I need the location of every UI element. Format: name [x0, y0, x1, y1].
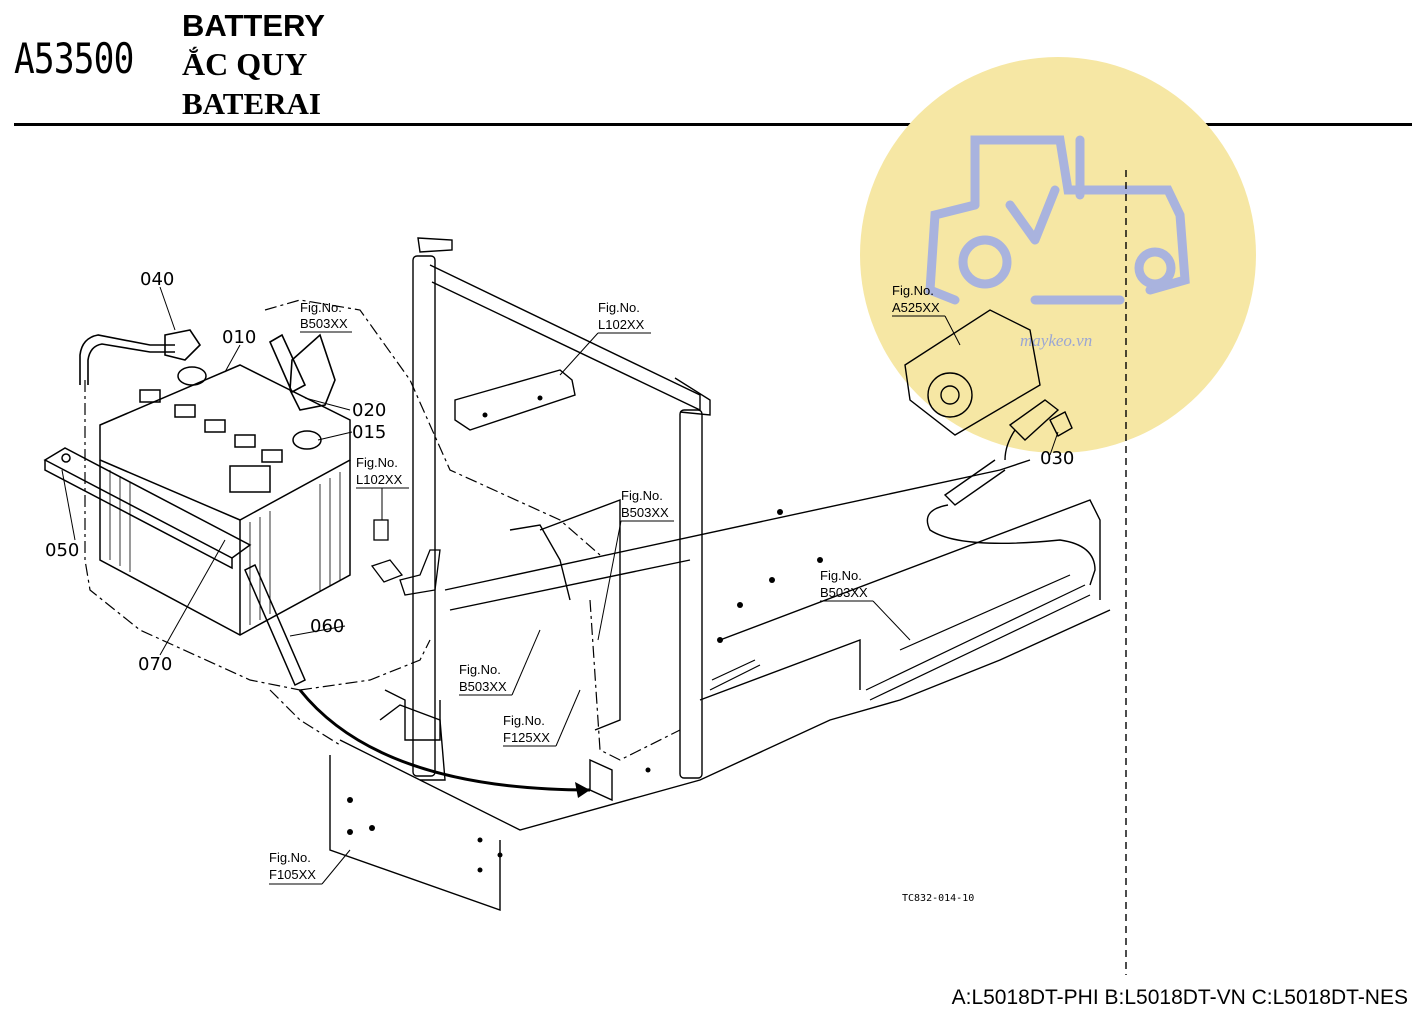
watermark: maykeo.vn — [860, 57, 1256, 453]
fig-label: Fig.No. — [459, 662, 501, 677]
fig-label: Fig.No. — [892, 283, 934, 298]
fig-label: Fig.No. — [598, 300, 640, 315]
arrow-head-icon — [575, 782, 590, 798]
watermark-text: maykeo.vn — [1020, 331, 1092, 350]
tractor-logo-icon — [925, 135, 1190, 305]
battery — [99, 364, 351, 636]
fig-number: B503XX — [820, 585, 868, 600]
fig-label: Fig.No. — [820, 568, 862, 583]
frame-holes — [347, 395, 823, 873]
fig-number: B503XX — [300, 316, 348, 331]
fig-label: Fig.No. — [356, 455, 398, 470]
frame-structure — [329, 237, 1111, 911]
part-number-030: 030 — [1040, 448, 1074, 469]
fig-ref-b503-top: Fig.No. B503XX — [300, 300, 348, 331]
fig-label: Fig.No. — [269, 850, 311, 865]
fig-ref-f105: Fig.No. F105XX — [269, 850, 316, 882]
assembly-arrow — [298, 689, 591, 792]
fig-label: Fig.No. — [300, 300, 342, 315]
section-code: A53500 — [14, 34, 134, 83]
battery-ribs — [109, 470, 341, 625]
leader-outlines — [84, 299, 681, 761]
part-number-060: 060 — [310, 616, 344, 637]
fig-number: L102XX — [598, 317, 645, 332]
model-applicability: A:L5018DT-PHI B:L5018DT-VN C:L5018DT-NES — [951, 986, 1408, 1009]
fig-number: B503XX — [459, 679, 507, 694]
title-vietnamese: ẮC QUY — [182, 46, 308, 82]
header-rule — [14, 123, 1412, 126]
positive-cable — [268, 333, 336, 411]
starter-motor — [904, 309, 1096, 586]
drawing-code: TC832-014-10 — [902, 893, 974, 904]
part-number-040: 040 — [140, 269, 174, 290]
fig-number: A525XX — [892, 300, 940, 315]
fig-ref-l102-mid: Fig.No. L102XX — [356, 455, 403, 487]
fig-label: Fig.No. — [621, 488, 663, 503]
part-number-050: 050 — [45, 540, 79, 561]
fig-number: B503XX — [621, 505, 669, 520]
spring-coils — [709, 574, 1091, 701]
fig-ref-b503-mid: Fig.No. B503XX — [621, 488, 669, 520]
fig-ref-b503-low: Fig.No. B503XX — [459, 662, 507, 694]
part-number-015: 015 — [352, 422, 386, 443]
mounting-screw — [370, 519, 441, 596]
watermark-circle — [860, 57, 1256, 453]
fig-number: L102XX — [356, 472, 403, 487]
fig-number: F105XX — [269, 867, 316, 882]
fig-label: Fig.No. — [503, 713, 545, 728]
leader-lines — [61, 286, 1059, 885]
part-number-070: 070 — [138, 654, 172, 675]
fig-ref-l102-top: Fig.No. L102XX — [598, 300, 645, 332]
fig-ref-a525: Fig.No. A525XX — [892, 283, 940, 315]
fig-number: F125XX — [503, 730, 550, 745]
fig-ref-f125: Fig.No. F125XX — [503, 713, 550, 745]
title-indonesian: BATERAI — [182, 86, 321, 121]
fig-ref-b503-right: Fig.No. B503XX — [820, 568, 868, 600]
title-english: BATTERY — [182, 8, 325, 43]
part-number-010: 010 — [222, 327, 256, 348]
hold-down-bar — [43, 447, 306, 687]
negative-cable — [79, 329, 202, 385]
part-number-020: 020 — [352, 400, 386, 421]
